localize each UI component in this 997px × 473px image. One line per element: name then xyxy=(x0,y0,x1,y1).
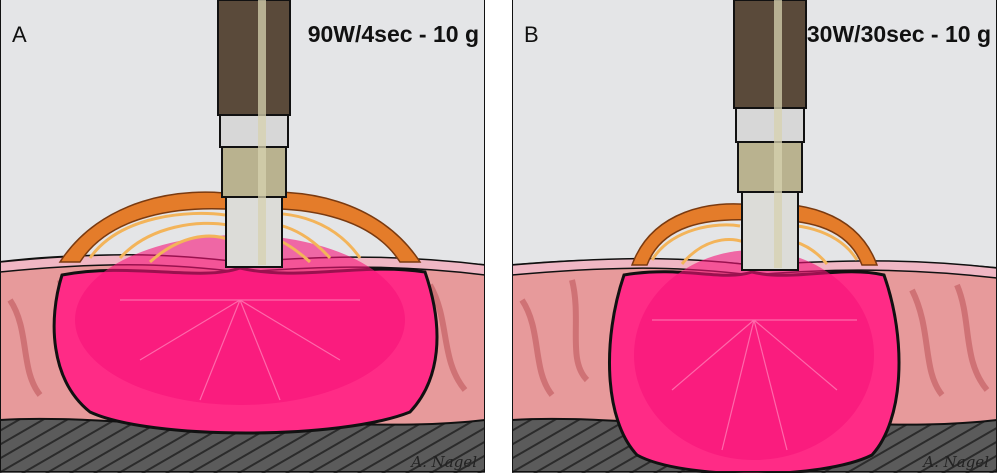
catheter-shaft xyxy=(734,0,806,108)
ablation-illustration-a xyxy=(0,0,485,473)
panel-caption: 30W/30sec - 10 g xyxy=(807,23,991,46)
ablation-illustration-b xyxy=(512,0,997,473)
catheter-band xyxy=(220,115,288,147)
panel-letter: B xyxy=(524,24,539,46)
catheter-tip xyxy=(226,197,282,267)
catheter-tip xyxy=(742,192,798,270)
artist-signature: A. Nagel xyxy=(923,453,989,471)
artist-signature: A. Nagel xyxy=(411,453,477,471)
catheter-band xyxy=(736,108,804,142)
catheter-electrode xyxy=(738,142,802,192)
catheter-shaft xyxy=(218,0,290,115)
panel-caption: 90W/4sec - 10 g xyxy=(308,23,479,46)
panel-b: B 30W/30sec - 10 g A. Nagel xyxy=(512,0,997,473)
panel-a: A 90W/4sec - 10 g A. Nagel xyxy=(0,0,485,473)
lesion-core xyxy=(634,250,874,460)
catheter-electrode xyxy=(222,147,286,197)
panel-letter: A xyxy=(12,24,27,46)
